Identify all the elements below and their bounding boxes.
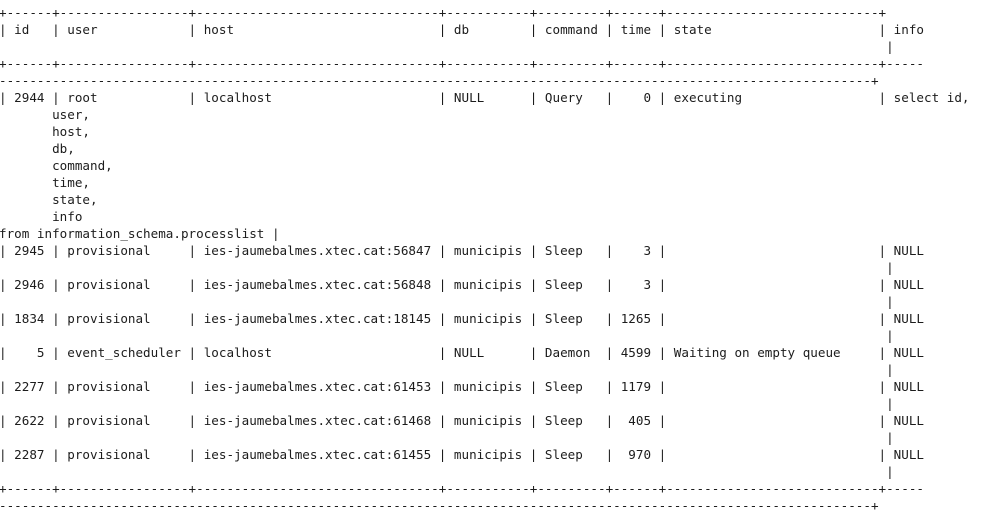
terminal-line: | 5 | event_scheduler | localhost | NULL… <box>0 345 925 360</box>
terminal-line: | <box>0 39 894 54</box>
terminal-line: | <box>0 294 894 309</box>
terminal-line: from information_schema.processlist | <box>0 226 280 241</box>
terminal-line: host, <box>0 124 90 139</box>
terminal-line: db, <box>0 141 75 156</box>
terminal-line: info <box>0 209 83 224</box>
terminal-line: ----------------------------------------… <box>0 73 879 88</box>
terminal-line: | <box>0 362 894 377</box>
terminal-line: | id | user | host | db | command | time… <box>0 22 925 37</box>
terminal-line: user, <box>0 107 90 122</box>
terminal-line: +------+-----------------+--------------… <box>0 481 925 496</box>
terminal-line: | 2945 | provisional | ies-jaumebalmes.x… <box>0 243 925 258</box>
terminal-line: | <box>0 260 894 275</box>
terminal-line: +------+-----------------+--------------… <box>0 56 925 71</box>
terminal-line: | 2622 | provisional | ies-jaumebalmes.x… <box>0 413 925 428</box>
terminal-line: | 2946 | provisional | ies-jaumebalmes.x… <box>0 277 925 292</box>
terminal-line: | <box>0 430 894 445</box>
terminal-line: time, <box>0 175 90 190</box>
terminal-line: | 2944 | root | localhost | NULL | Query… <box>0 90 970 105</box>
terminal-line: | 1834 | provisional | ies-jaumebalmes.x… <box>0 311 925 326</box>
terminal-line: | <box>0 464 894 479</box>
terminal-line: +------+-----------------+--------------… <box>0 5 887 20</box>
terminal-line: ----------------------------------------… <box>0 498 879 513</box>
terminal-line: | <box>0 396 894 411</box>
terminal-line: state, <box>0 192 98 207</box>
terminal-line: | 2277 | provisional | ies-jaumebalmes.x… <box>0 379 925 394</box>
terminal-line: | 2287 | provisional | ies-jaumebalmes.x… <box>0 447 925 462</box>
terminal-line: | <box>0 328 894 343</box>
terminal-line: command, <box>0 158 113 173</box>
